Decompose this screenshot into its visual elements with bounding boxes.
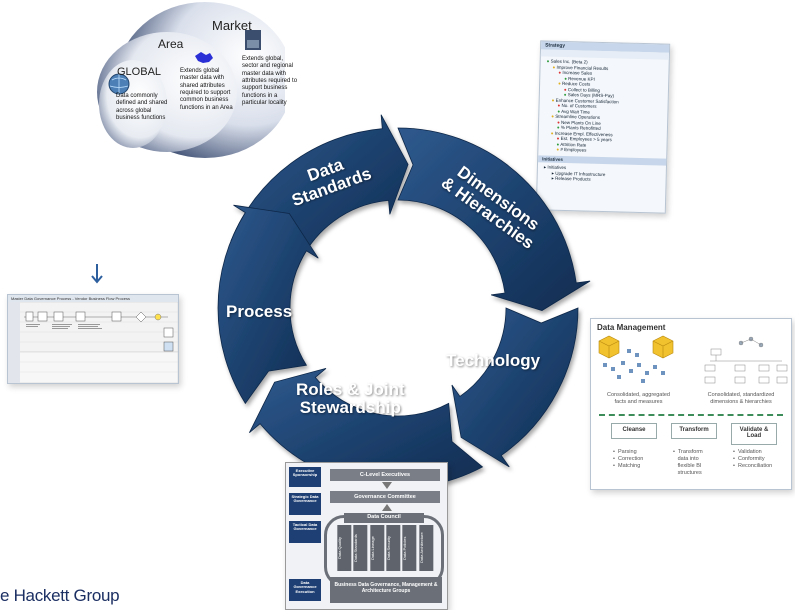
up-arrow-icon: [382, 504, 392, 511]
separator: [599, 414, 783, 416]
technology-label: Technology: [446, 351, 541, 370]
global-title: GLOBAL: [117, 66, 162, 78]
down-arrow-icon: [91, 264, 103, 284]
tactical-governance-label: Tactical Data Governance: [289, 521, 321, 543]
transform-box: Transform: [671, 423, 717, 439]
executive-sponsorship-label: Executive Sponsorship: [289, 467, 321, 487]
cube-icon-2: [652, 335, 674, 359]
validate-load-box: Validate & Load: [731, 423, 777, 445]
governance-column: Data Security: [386, 525, 401, 571]
data-management-graphics: [598, 335, 788, 384]
governance-column: Data Quality: [337, 525, 352, 571]
governance-committee-bar: Governance Committee: [330, 491, 440, 503]
area-map-icon: [195, 52, 213, 63]
strategic-governance-label: Strategic Data Governance: [289, 493, 321, 515]
data-management-panel: Data Management Consolidated, aggregated…: [590, 318, 792, 490]
market-title: Market: [212, 18, 252, 33]
process-title: Master Data Governance Process - Vendor …: [8, 295, 178, 302]
venn-diagram: [97, 2, 285, 158]
cleanse-box: Cleanse: [611, 423, 657, 439]
validate-list: • Validation• Conformity• Reconciliation: [733, 449, 773, 469]
transform-list: • Transform data into flexible BI struct…: [673, 449, 703, 476]
governance-column: Data Standards: [353, 525, 368, 571]
business-groups-bar: Business Data Governance, Management & A…: [330, 577, 442, 603]
hierarchy-tree-icon: [704, 336, 788, 384]
data-council-bar: Data Council: [344, 513, 424, 523]
dimensions-arrow: [397, 127, 591, 311]
process-flow-panel: Master Data Governance Process - Vendor …: [7, 294, 179, 384]
governance-execution-label: Data Governance Execution: [289, 579, 321, 601]
c-level-bar: C-Level Executives: [330, 469, 440, 481]
cube-icon: [598, 335, 620, 359]
process-arrow: [217, 204, 319, 405]
data-management-title: Data Management: [597, 323, 666, 332]
governance-structure-panel: Executive Sponsorship Strategic Data Gov…: [285, 462, 448, 610]
governance-column: Data Architecture: [418, 525, 433, 571]
governance-column: Data Policies: [402, 525, 417, 571]
process-label: Process: [226, 302, 293, 321]
cleanse-list: • Parsing• Correction• Matching: [613, 449, 644, 469]
area-title: Area: [158, 37, 184, 51]
technology-arrow: [451, 307, 579, 468]
process-swimlanes: [8, 302, 178, 383]
fact-dots-icon: [603, 349, 665, 383]
brand-footer: e Hackett Group: [0, 586, 120, 605]
governance-column: Data Lineage: [369, 525, 384, 571]
down-arrow-icon: [382, 482, 392, 489]
